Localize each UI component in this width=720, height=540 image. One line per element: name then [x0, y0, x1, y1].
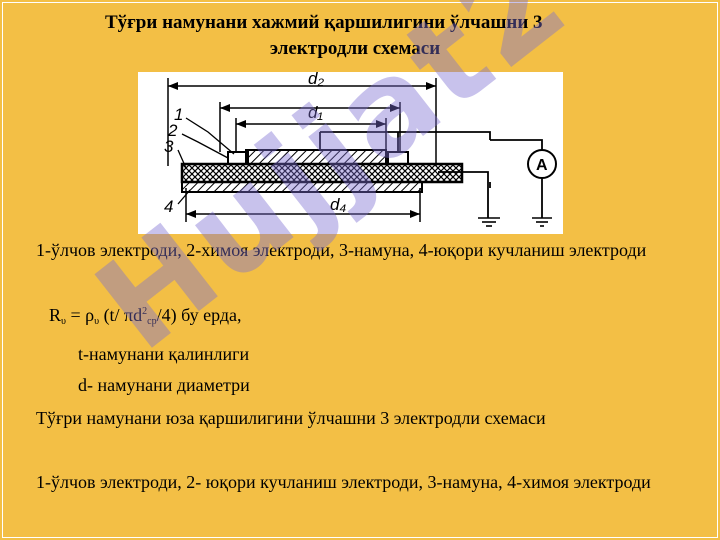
label-3: 3	[164, 137, 174, 156]
formula-eq: = ρ	[65, 305, 95, 325]
d-definition: d- намунани диаметри	[78, 375, 250, 395]
ammeter-symbol: A	[536, 157, 548, 174]
label-2: 2	[167, 121, 178, 140]
formula-r-sub: υ	[61, 316, 66, 327]
resistance-formula: Rυ = ρυ (t/ πd2ср/4) бу ерда,	[49, 300, 241, 334]
dim-d4: d₄	[330, 195, 346, 214]
formula-sub2: ср	[147, 316, 157, 327]
dim-d1: d₁	[308, 103, 323, 122]
formula-rest2: /4) бу ерда,	[156, 305, 242, 325]
formula-rest1: (t/ πd	[99, 305, 143, 325]
label-1: 1	[174, 105, 183, 124]
dim-d2: d₂	[308, 72, 324, 88]
formula-rho-sub: υ	[94, 316, 100, 327]
title-line-2: электродли схемаси	[269, 38, 441, 59]
formula-sup: 2	[142, 306, 148, 317]
surface-scheme-title: Тўғри намунани юза қаршилигини ўлчашни 3…	[36, 408, 546, 428]
label-4: 4	[164, 197, 173, 216]
electrode-diagram-svg: 1 2 3 4 d₂ d₁ d₄ A	[164, 72, 557, 227]
slide-title: Тўғри намунани хажмий қаршилигини ўлчашн…	[0, 10, 720, 62]
legend-first: 1-ўлчов электроди, 2-химоя электроди, 3-…	[36, 240, 647, 260]
formula-r: R	[49, 305, 62, 325]
electrode-diagram: 1 2 3 4 d₂ d₁ d₄ A	[138, 72, 563, 234]
t-definition: t-намунани қалинлиги	[78, 344, 250, 364]
legend-second: 1-ўлчов электроди, 2- юқори кучланиш эле…	[36, 472, 651, 492]
title-line-1: Тўғри намунани хажмий қаршилигини ўлчашн…	[105, 12, 543, 33]
